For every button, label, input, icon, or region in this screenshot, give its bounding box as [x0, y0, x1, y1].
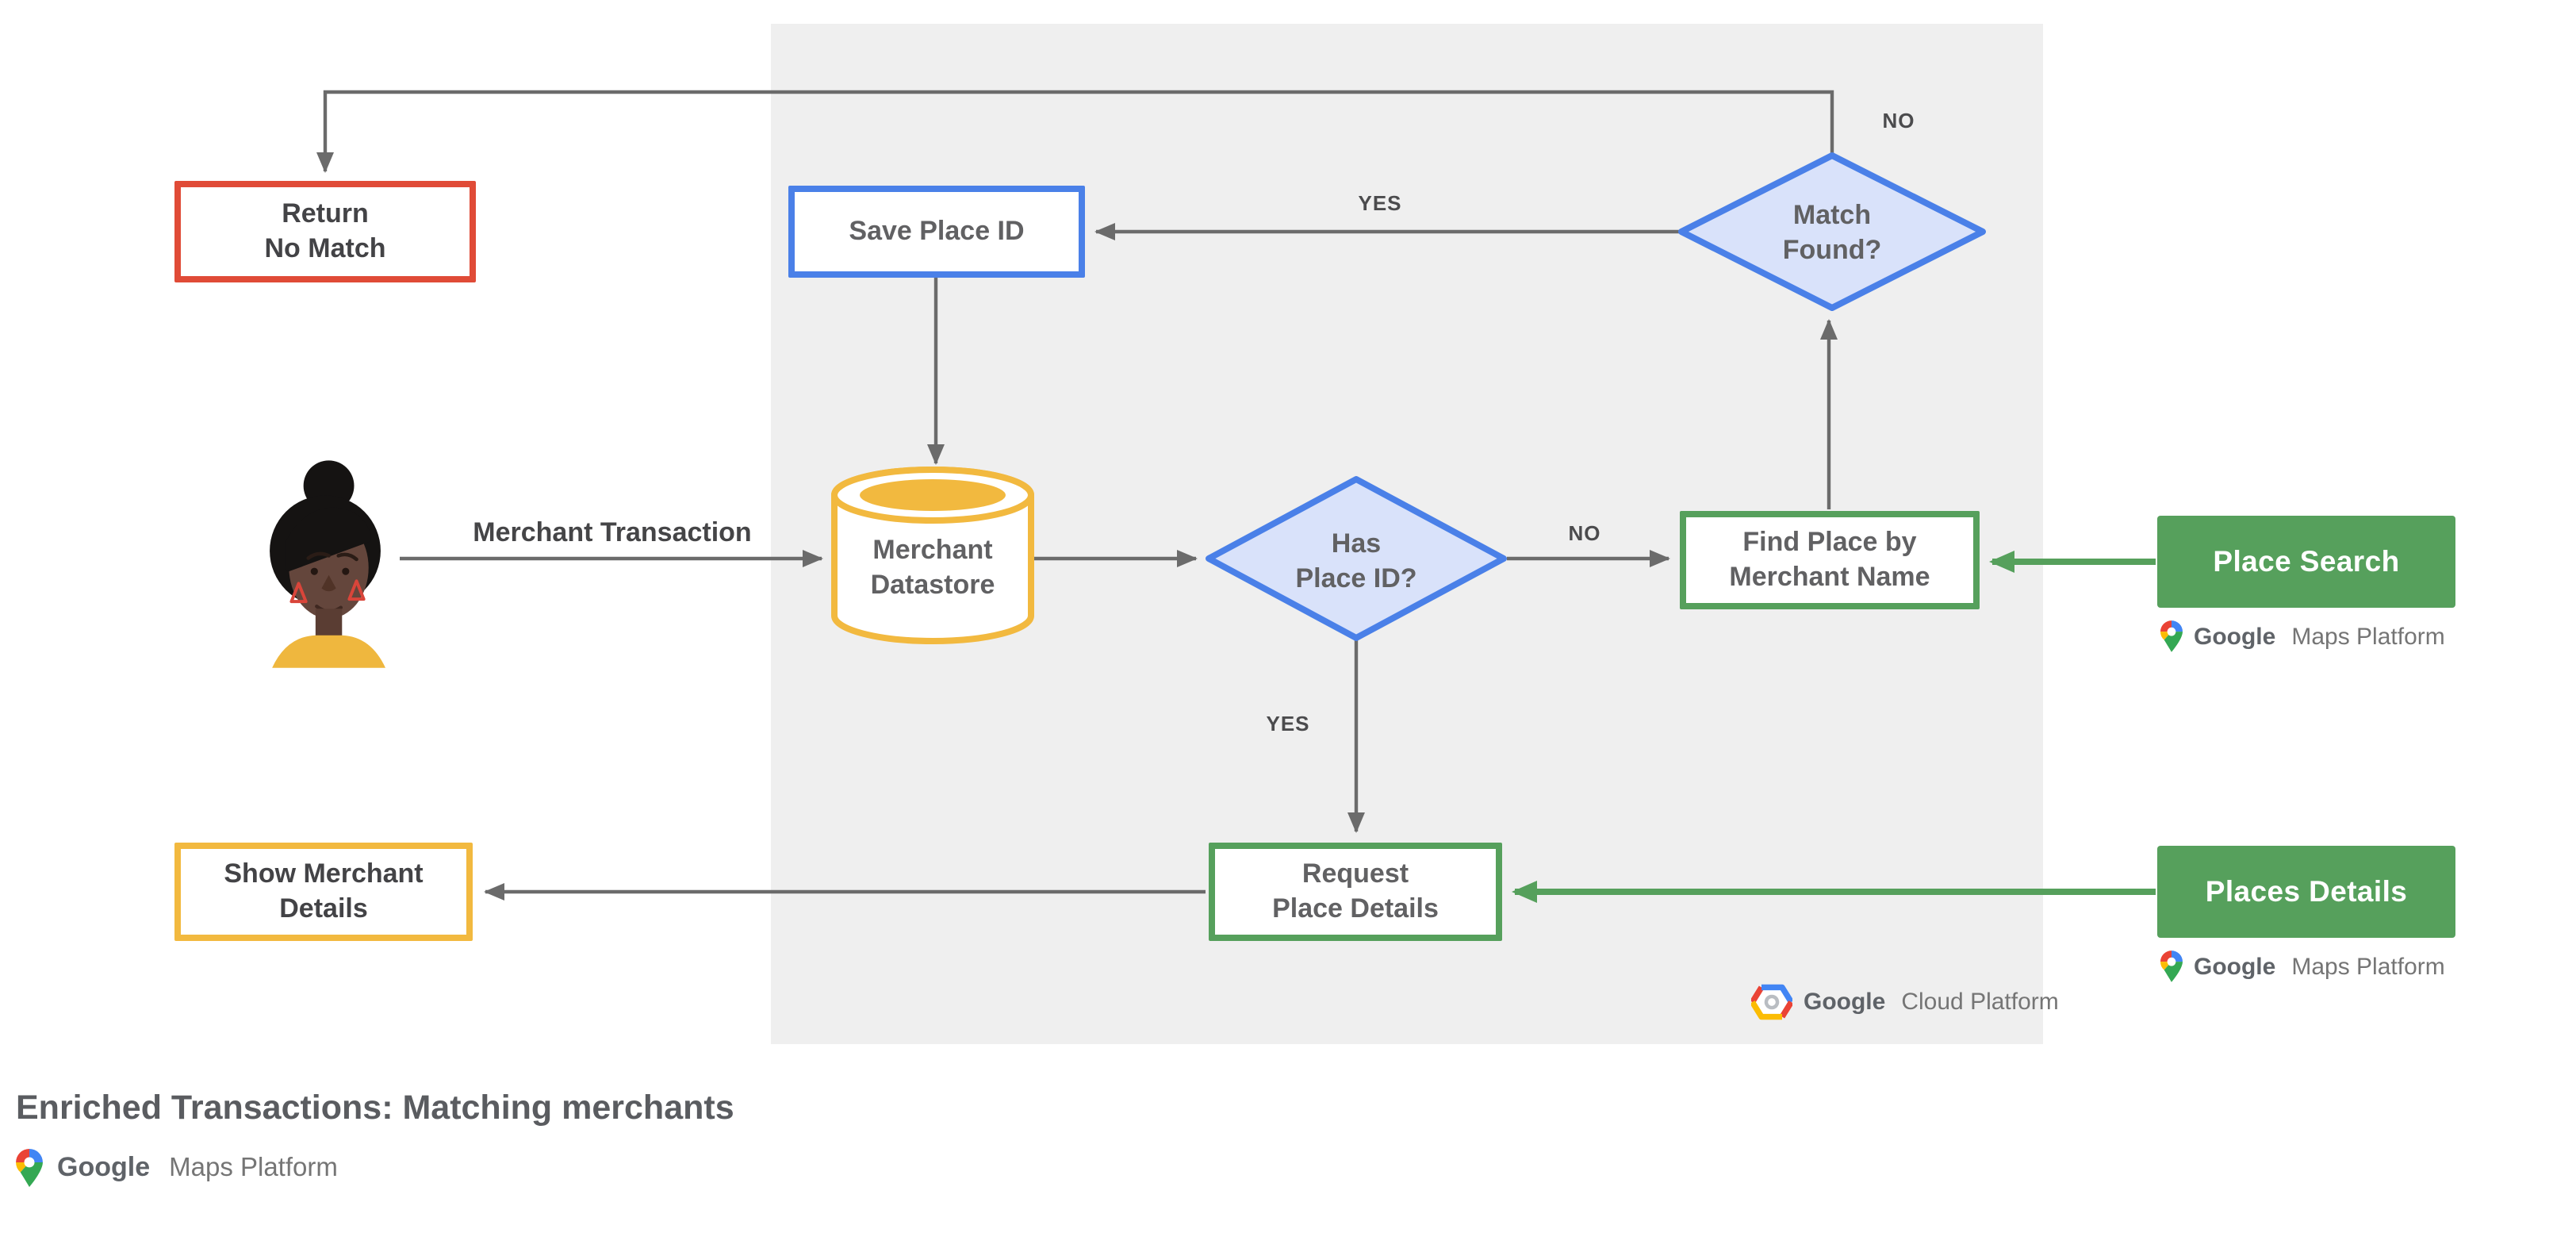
gmp-brand-footer: Google Maps Platform: [16, 1149, 338, 1187]
places-details-api-badge: Places Details: [2157, 846, 2455, 938]
user-avatar: [270, 460, 385, 668]
find-place-by-merchant-name-node: Find Place by Merchant Name: [1680, 511, 1980, 609]
brand-google-text: Google: [2194, 623, 2276, 650]
gcp-brand: Google Cloud Platform: [1751, 984, 2059, 1020]
merchant-datastore-label: Merchant Datastore: [870, 534, 995, 600]
brand-cloud-platform-text: Cloud Platform: [1901, 989, 2059, 1016]
place-search-api-badge: Place Search: [2157, 516, 2455, 608]
match-found-yes-label: YES: [1358, 191, 1402, 215]
has-place-id-yes-label: YES: [1266, 712, 1310, 735]
match-found-diamond: [1678, 152, 1986, 311]
brand-google-text: Google: [2194, 953, 2276, 980]
maps-pin-icon: [16, 1149, 43, 1187]
maps-pin-icon: [2160, 951, 2183, 982]
brand-maps-platform-text: Maps Platform: [2291, 623, 2445, 650]
show-merchant-details-node: Show Merchant Details: [174, 843, 473, 941]
brand-google-text: Google: [57, 1152, 151, 1182]
return-no-match-node: Return No Match: [174, 181, 476, 282]
has-place-id-diamond: [1206, 476, 1507, 641]
cloud-hexagon-icon: [1751, 984, 1792, 1020]
diagram-title: Enriched Transactions: Matching merchant…: [16, 1089, 734, 1127]
edge-match-found-no-to-return: [316, 90, 1834, 173]
request-place-details-node: Request Place Details: [1209, 843, 1502, 941]
has-place-id-label: Has Place ID?: [1295, 528, 1417, 593]
merchant-datastore-cylinder: [831, 467, 1034, 644]
match-found-label: Match Found?: [1782, 199, 1882, 265]
brand-maps-platform-text: Maps Platform: [169, 1153, 338, 1181]
has-place-id-no-label: NO: [1568, 521, 1601, 545]
merchant-transaction-label: Merchant Transaction: [473, 517, 752, 547]
maps-pin-icon: [2160, 620, 2183, 652]
brand-maps-platform-text: Maps Platform: [2291, 953, 2445, 980]
gmp-brand-place-search: Google Maps Platform: [2160, 620, 2445, 652]
save-place-id-node: Save Place ID: [788, 186, 1085, 278]
brand-google-text: Google: [1804, 989, 1886, 1016]
gmp-brand-places-details: Google Maps Platform: [2160, 951, 2445, 982]
match-found-no-label: NO: [1882, 109, 1915, 132]
